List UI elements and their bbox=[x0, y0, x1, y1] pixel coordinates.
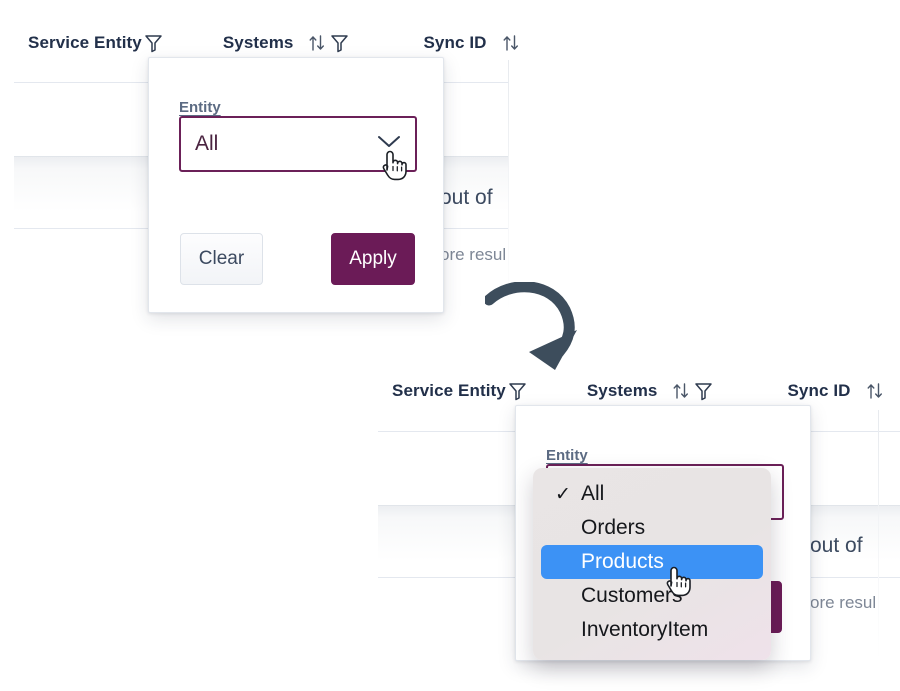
more-results-text-clipped: ore resul bbox=[440, 245, 507, 264]
option-label: All bbox=[581, 482, 605, 505]
column-header-label: Service Entity bbox=[28, 33, 142, 52]
filter-icon[interactable] bbox=[144, 33, 163, 53]
entity-field-label: Entity bbox=[546, 447, 588, 464]
option-products[interactable]: Products bbox=[541, 545, 763, 579]
option-label: Customers bbox=[581, 584, 683, 607]
column-service-entity[interactable]: Service Entity bbox=[392, 381, 527, 401]
column-sync-id[interactable]: Sync ID bbox=[423, 33, 520, 53]
option-label: Orders bbox=[581, 516, 646, 539]
count-text-clipped: out of bbox=[810, 534, 863, 557]
entity-select-value: All bbox=[195, 132, 219, 155]
column-header-label: Systems bbox=[586, 381, 658, 400]
table-header-bottom: Service Entity Systems Sync ID bbox=[392, 381, 885, 401]
chevron-down-icon[interactable] bbox=[377, 135, 401, 154]
column-service-entity[interactable]: Service Entity bbox=[28, 33, 163, 53]
option-customers[interactable]: Customers bbox=[533, 579, 771, 613]
option-orders[interactable]: Orders bbox=[533, 511, 771, 545]
more-results-text-clipped: ore resul bbox=[810, 593, 877, 612]
panel-right-edge bbox=[508, 60, 509, 310]
check-icon: ✓ bbox=[555, 483, 571, 505]
entity-option-list[interactable]: ✓ All Orders Products Customers Inventor… bbox=[533, 468, 771, 660]
option-label: Products bbox=[581, 550, 664, 573]
entity-filter-popup: Entity All Clear Apply bbox=[148, 57, 444, 313]
panel-right-edge bbox=[878, 410, 879, 660]
filter-icon[interactable] bbox=[330, 33, 349, 53]
column-header-label: Sync ID bbox=[423, 33, 487, 52]
column-header-label: Service Entity bbox=[392, 381, 506, 400]
column-sync-id[interactable]: Sync ID bbox=[787, 381, 884, 401]
sort-icon[interactable] bbox=[307, 33, 327, 53]
filter-icon[interactable] bbox=[508, 381, 527, 401]
option-inventoryitem[interactable]: InventoryItem bbox=[533, 613, 771, 647]
sort-icon[interactable] bbox=[501, 33, 521, 53]
table-header-top: Service Entity Systems Sync ID bbox=[28, 33, 521, 53]
column-systems[interactable]: Systems bbox=[587, 381, 714, 401]
column-header-label: Systems bbox=[222, 33, 294, 52]
clear-button[interactable]: Clear bbox=[180, 233, 263, 285]
sort-icon[interactable] bbox=[865, 381, 885, 401]
apply-button-label: Apply bbox=[349, 248, 397, 269]
filter-icon[interactable] bbox=[694, 381, 713, 401]
count-text-clipped: out of bbox=[440, 186, 493, 209]
entity-field-label: Entity bbox=[179, 99, 221, 116]
apply-button[interactable]: Apply bbox=[331, 233, 415, 285]
curved-arrow-down-icon bbox=[483, 281, 595, 387]
entity-select[interactable]: All bbox=[179, 116, 417, 172]
option-label: InventoryItem bbox=[581, 618, 709, 641]
clear-button-label: Clear bbox=[198, 248, 245, 269]
sort-icon[interactable] bbox=[671, 381, 691, 401]
column-header-label: Sync ID bbox=[787, 381, 851, 400]
option-all[interactable]: ✓ All bbox=[533, 477, 771, 511]
column-systems[interactable]: Systems bbox=[223, 33, 350, 53]
